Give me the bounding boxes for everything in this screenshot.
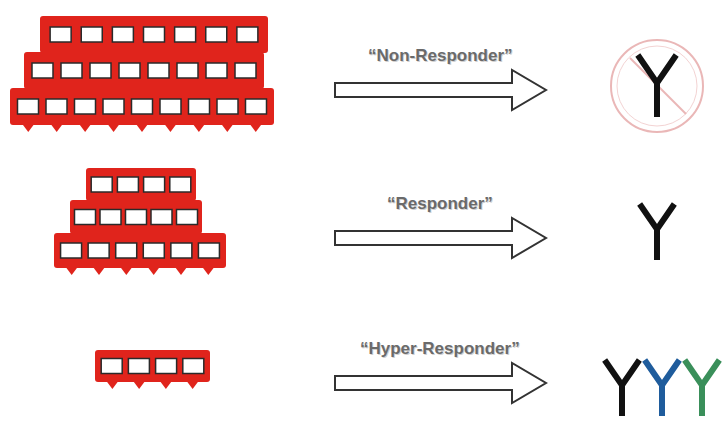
- cell-window: [144, 27, 165, 42]
- cell-window: [170, 177, 191, 192]
- cell-window: [171, 243, 192, 258]
- cell-window: [18, 99, 39, 114]
- cell-window: [237, 27, 258, 42]
- cell-window: [119, 63, 140, 78]
- cell-window: [175, 27, 196, 42]
- cell-drip: [202, 267, 214, 275]
- cell-window: [151, 210, 172, 225]
- cell-drip: [108, 124, 120, 132]
- hollow-arrow: [335, 363, 546, 403]
- cell-window: [61, 63, 82, 78]
- cell-window: [103, 99, 124, 114]
- cell-stack: [10, 16, 274, 132]
- cell-window: [148, 63, 169, 78]
- cell-window: [46, 99, 67, 114]
- antibody-symbol: [645, 360, 680, 416]
- antibody-symbol: [638, 55, 676, 117]
- cell-stack: [95, 350, 210, 389]
- prohibition-circle: [617, 46, 697, 126]
- antibody-symbol: [640, 204, 675, 260]
- cell-drip: [187, 381, 199, 389]
- cell-drip: [22, 124, 34, 132]
- cell-tier: [86, 168, 196, 201]
- arrow-label: “Hyper-Responder”: [360, 339, 520, 359]
- cell-tier: [10, 88, 274, 125]
- arrow-label: “Responder”: [387, 194, 493, 214]
- cell-window: [32, 63, 53, 78]
- cell-window: [177, 210, 198, 225]
- cell-tier: [54, 233, 226, 268]
- cell-window: [116, 243, 137, 258]
- cell-window: [160, 99, 181, 114]
- hollow-arrow: [335, 70, 546, 110]
- cell-window: [143, 243, 164, 258]
- cell-drip: [148, 267, 160, 275]
- cell-drip: [175, 267, 187, 275]
- cell-window: [81, 27, 102, 42]
- prohibition-circle: [611, 40, 703, 132]
- cell-tier: [95, 350, 210, 382]
- cell-drip: [193, 124, 205, 132]
- cell-drip: [133, 381, 145, 389]
- antibody-symbol: [685, 360, 720, 416]
- cell-tier: [70, 200, 202, 234]
- cell-window: [144, 177, 165, 192]
- cell-drip: [221, 124, 233, 132]
- hollow-arrow: [335, 218, 546, 258]
- cell-window: [117, 177, 138, 192]
- cell-window: [235, 63, 256, 78]
- cell-window: [50, 27, 71, 42]
- antibody-symbol: [605, 360, 640, 416]
- cell-window: [132, 99, 153, 114]
- cell-window: [90, 63, 111, 78]
- cell-window: [128, 359, 149, 374]
- cell-drip: [51, 124, 63, 132]
- cell-drip: [106, 381, 118, 389]
- cell-window: [75, 210, 96, 225]
- cell-window: [206, 63, 227, 78]
- cell-drip: [250, 124, 262, 132]
- cell-window: [198, 243, 219, 258]
- cell-tier: [40, 16, 268, 53]
- cell-stack: [54, 168, 226, 275]
- cell-drip: [120, 267, 132, 275]
- cell-window: [156, 359, 177, 374]
- cell-window: [177, 63, 198, 78]
- arrow-label: “Non-Responder”: [368, 46, 513, 66]
- cell-window: [88, 243, 109, 258]
- cell-window: [61, 243, 82, 258]
- cell-window: [206, 27, 227, 42]
- cell-tier: [24, 52, 264, 89]
- cell-window: [101, 359, 122, 374]
- cell-window: [217, 99, 238, 114]
- cell-window: [126, 210, 147, 225]
- cell-window: [246, 99, 267, 114]
- cell-drip: [93, 267, 105, 275]
- cell-window: [75, 99, 96, 114]
- cell-drip: [79, 124, 91, 132]
- cell-window: [183, 359, 204, 374]
- cell-window: [91, 177, 112, 192]
- cell-window: [100, 210, 121, 225]
- cell-drip: [160, 381, 172, 389]
- cell-drip: [164, 124, 176, 132]
- cell-drip: [136, 124, 148, 132]
- cell-window: [189, 99, 210, 114]
- cell-drip: [66, 267, 78, 275]
- cell-window: [112, 27, 133, 42]
